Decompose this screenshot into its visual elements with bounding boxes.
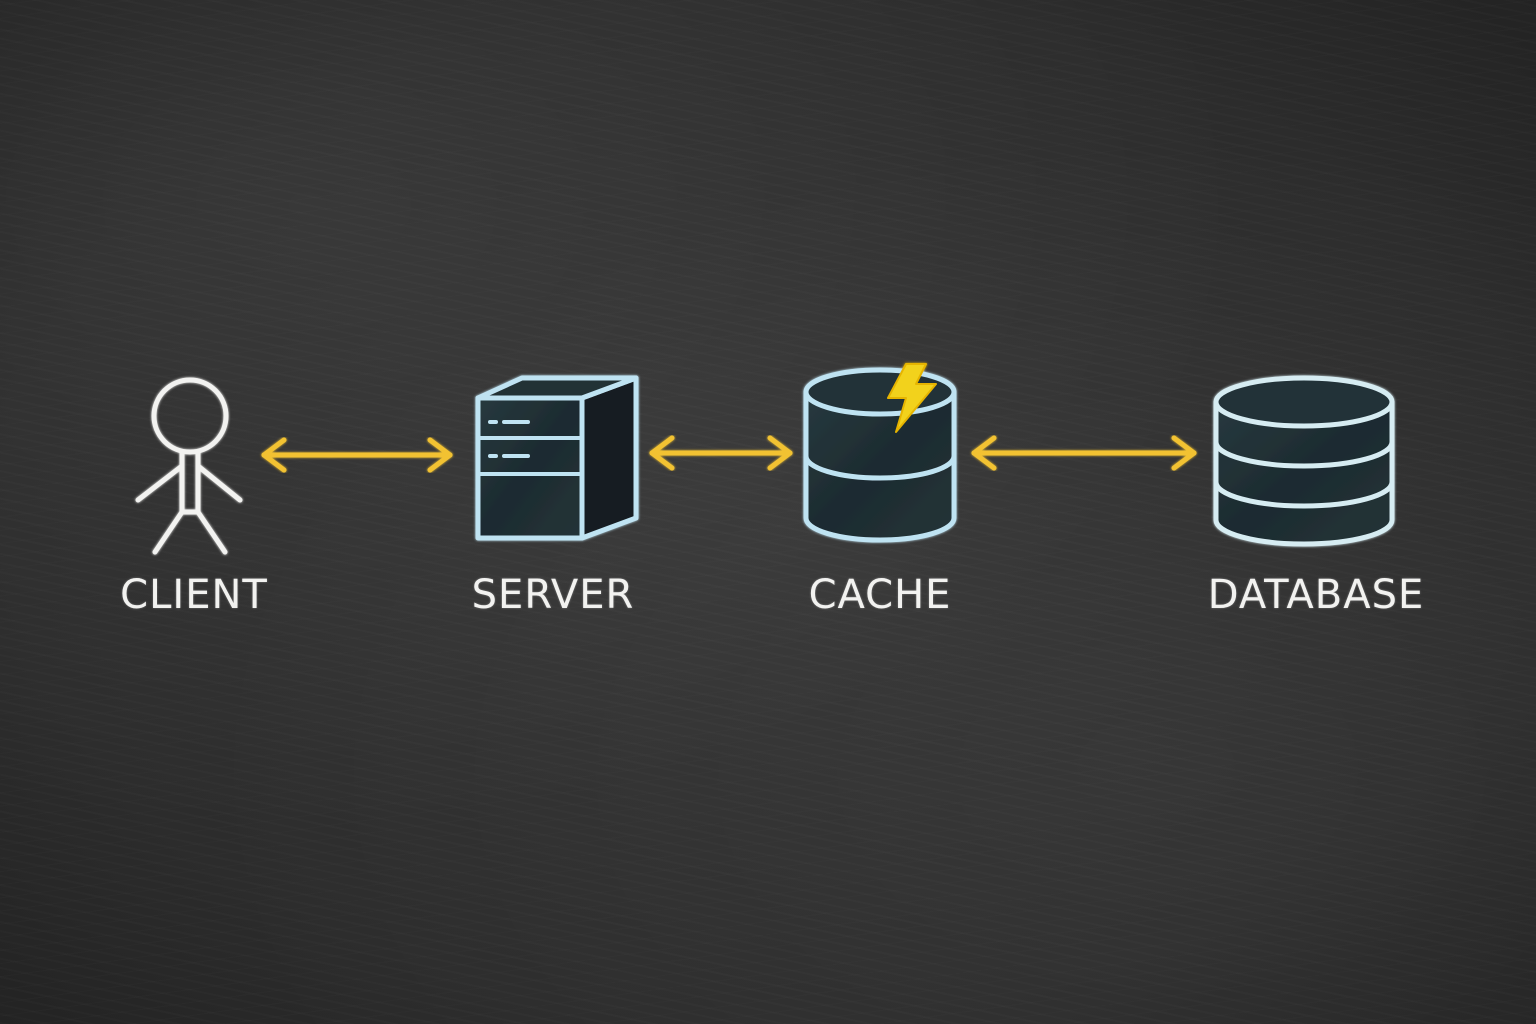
client-label: CLIENT	[120, 572, 268, 618]
database-cylinder-icon	[1213, 375, 1395, 547]
server-label: SERVER	[471, 572, 635, 618]
bidirectional-arrow-server-cache	[649, 435, 793, 471]
bidirectional-arrow-cache-database	[971, 435, 1197, 471]
stick-figure-icon	[135, 377, 243, 555]
cache-cylinder-lightning-icon	[803, 363, 957, 543]
cache-label: CACHE	[808, 572, 952, 618]
server-tower-icon	[475, 375, 639, 541]
database-label: DATABASE	[1207, 572, 1425, 618]
lightning-icon	[887, 363, 937, 433]
bidirectional-arrow-client-server	[261, 437, 453, 473]
